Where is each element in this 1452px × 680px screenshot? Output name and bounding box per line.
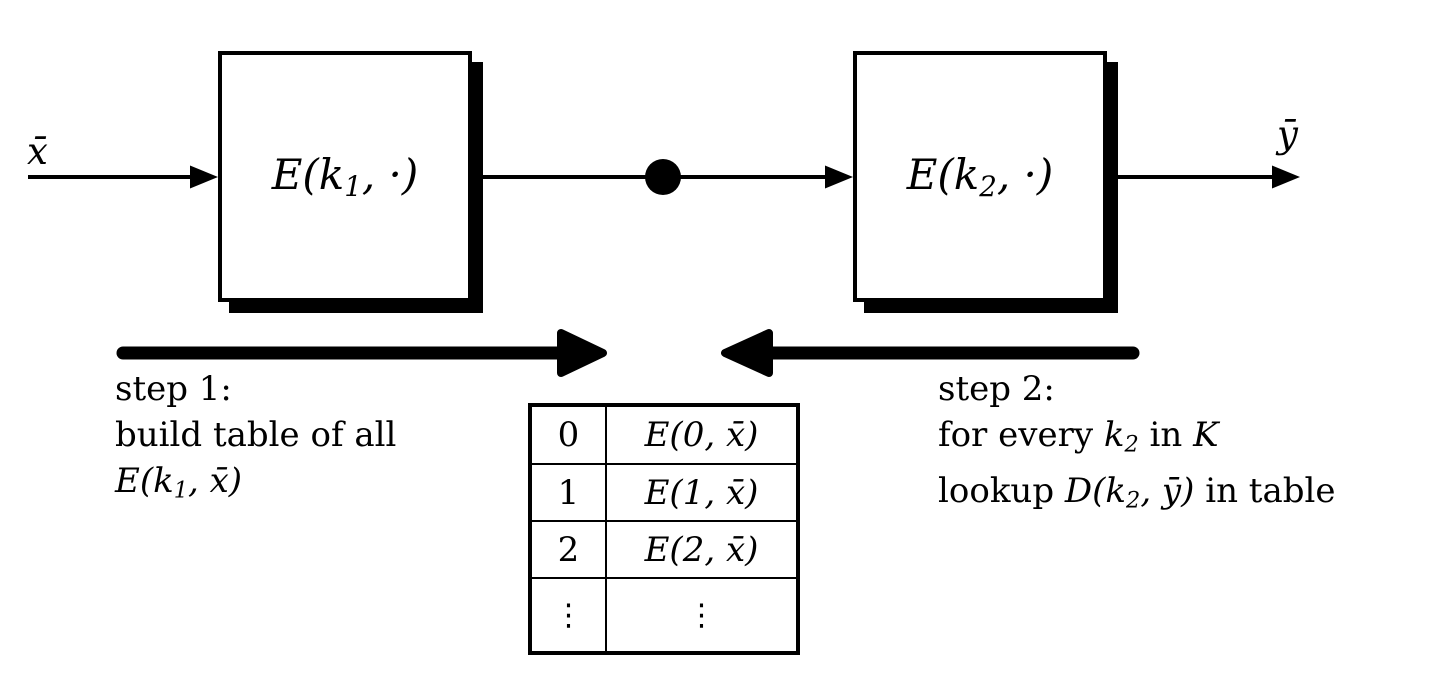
table-value-cell: E(2, x̄) [644,529,759,570]
table-row: 2 E(2, x̄) [532,520,796,577]
keyspace-symbol: K [1193,415,1219,455]
table-value-cell: E(1, x̄) [644,472,759,513]
step1-formula: E(k1, x̄) [115,461,243,504]
middle-arrowhead [825,165,853,189]
table-row: 0 E(0, x̄) [532,407,796,463]
step1-arrowhead [557,329,607,377]
input-label: x̄ [27,130,48,173]
table-row: 1 E(1, x̄) [532,463,796,520]
table-value-cell: ⋮ [686,597,717,633]
table-row-ellipsis: ⋮ ⋮ [532,577,796,651]
encryption-box-2-label: E(k2, ·) [906,150,1054,203]
step1-annotation: step 1: build table of all E(k1, x̄) [115,366,396,514]
encryption-box-1-label: E(k1, ·) [271,150,419,203]
step1-arrow [116,329,607,377]
output-arrowhead [1272,165,1300,189]
step2-annotation: step 2: for every k2 in K lookup D(k2, ȳ… [938,366,1336,523]
output-label: ȳ [1277,113,1298,156]
step2-arrow [721,329,1140,377]
step2-arrowhead [721,329,773,377]
input-arrowhead [190,165,218,189]
table-key-cell: 0 [532,407,607,463]
table-key-cell: ⋮ [532,579,607,651]
table-key-cell: 2 [532,522,607,577]
step2-formula: lookup D(k2, ȳ) in table [938,470,1336,514]
encryption-box-2: E(k2, ·) [853,51,1107,302]
step2-title: step 2: [938,369,1055,409]
step1-title: step 1: [115,369,232,409]
step1-description: build table of all [115,415,397,455]
table-value-cell: E(0, x̄) [644,415,759,455]
step2-description: for every k2 in K [938,415,1219,458]
junction-dot [645,159,681,195]
encryption-box-1: E(k1, ·) [218,51,472,302]
lookup-table: 0 E(0, x̄) 1 E(1, x̄) 2 E(2, x̄) ⋮ ⋮ [528,403,800,655]
table-key-cell: 1 [532,465,607,520]
